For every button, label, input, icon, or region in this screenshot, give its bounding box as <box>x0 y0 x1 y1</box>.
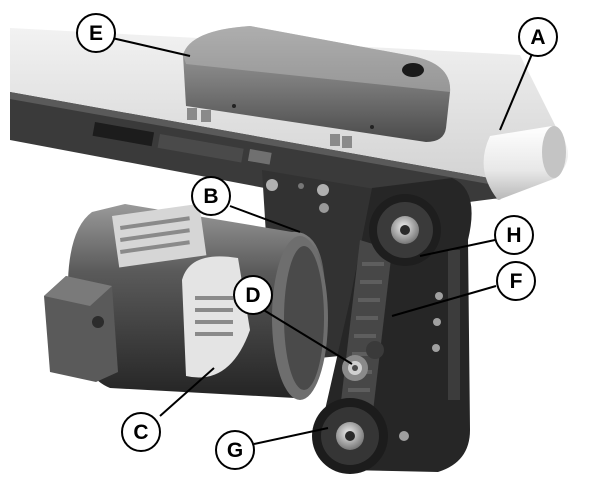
callout-e: E <box>76 13 116 53</box>
callout-a: A <box>518 17 558 57</box>
callout-h: H <box>494 215 534 255</box>
callout-g: G <box>215 430 255 470</box>
callout-b: B <box>191 176 231 216</box>
callout-d: D <box>233 275 273 315</box>
leader-lines <box>111 37 533 445</box>
callout-c: C <box>121 412 161 452</box>
motor-junction-box <box>44 276 118 382</box>
callout-f: F <box>496 261 536 301</box>
